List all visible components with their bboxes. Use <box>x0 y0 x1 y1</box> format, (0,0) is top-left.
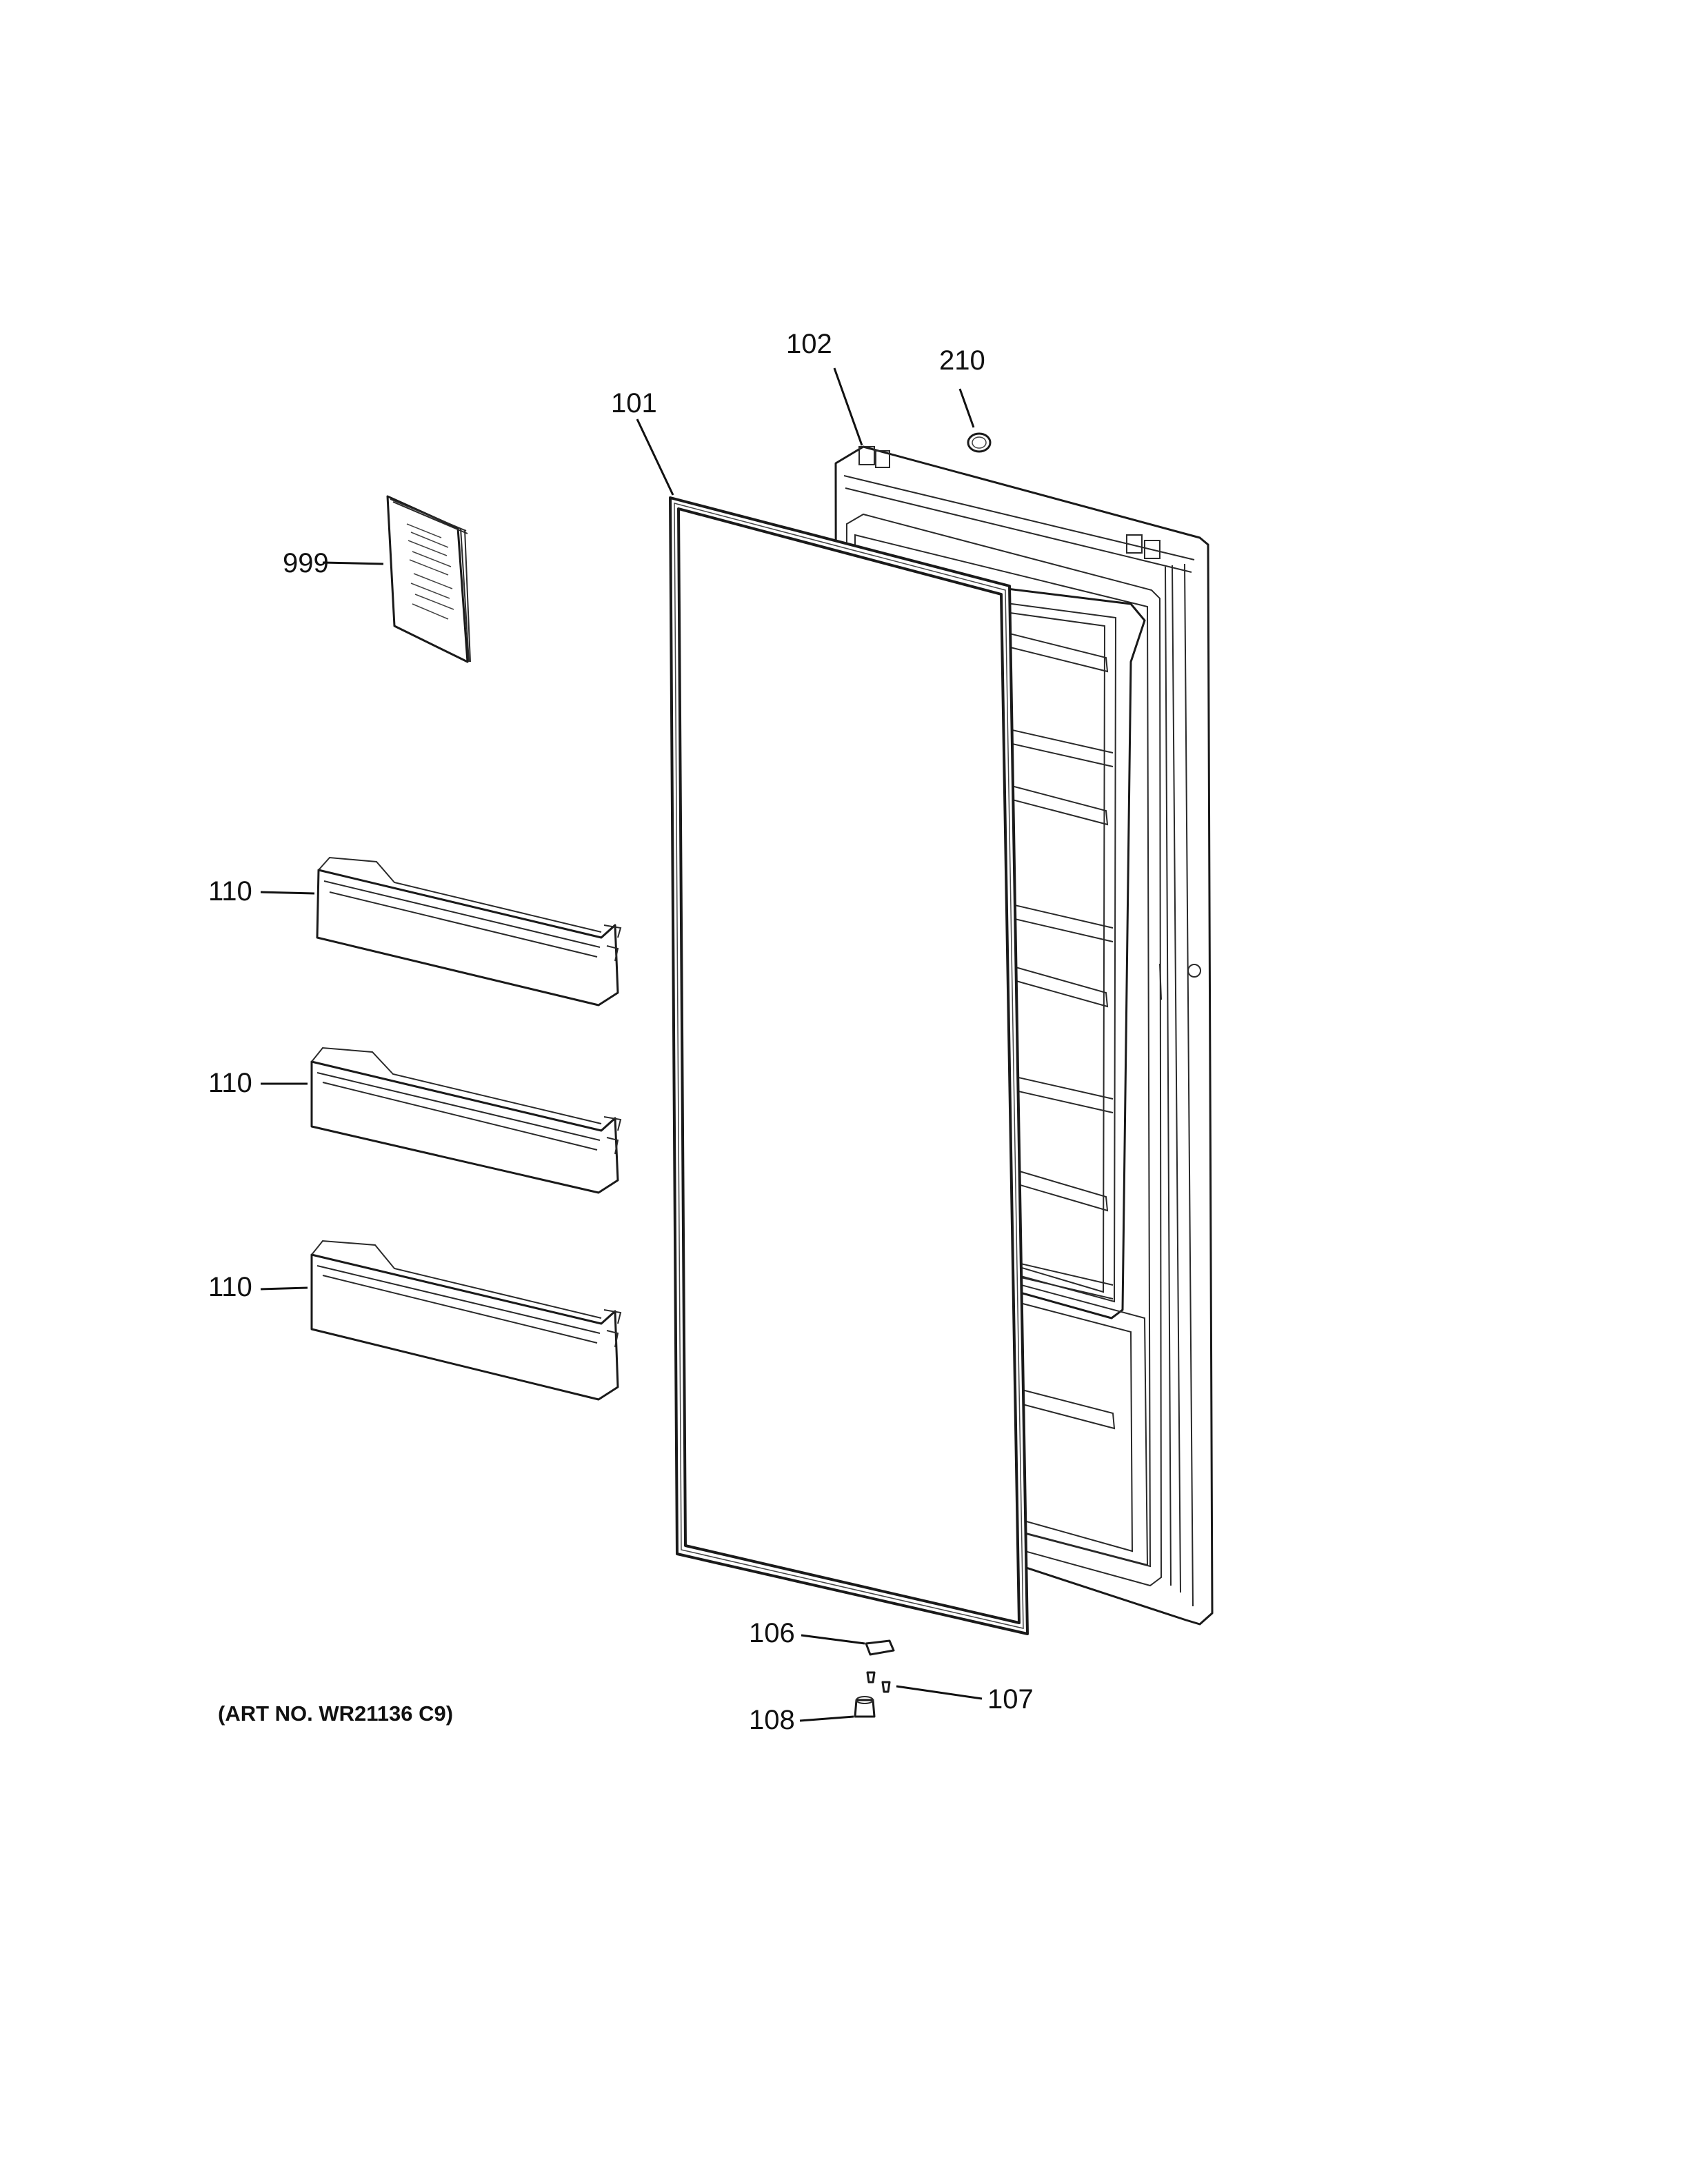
callout-110-bottom: 110 <box>208 1272 252 1302</box>
door-bin-110-top <box>316 856 622 1007</box>
art-number: (ART NO. WR21136 C9) <box>218 1701 453 1726</box>
callout-108: 108 <box>749 1705 795 1735</box>
door-bin-110-bottom <box>310 1240 622 1401</box>
callout-210: 210 <box>939 345 985 376</box>
callout-102: 102 <box>786 329 832 359</box>
door-bin-110-middle <box>310 1046 622 1194</box>
callout-101: 101 <box>611 388 657 418</box>
hinge-cover-106 <box>865 1639 895 1656</box>
owners-manual-999 <box>386 495 471 663</box>
callout-110-top: 110 <box>208 876 252 907</box>
callout-110-middle: 110 <box>208 1068 252 1098</box>
callout-999: 999 <box>283 548 329 578</box>
door-gasket-101 <box>669 496 1029 1635</box>
bushing-108 <box>854 1696 876 1718</box>
screws-107 <box>866 1671 891 1693</box>
callout-106: 106 <box>749 1618 795 1648</box>
plug-210 <box>967 432 992 453</box>
leader-lines <box>260 367 983 1722</box>
callout-107: 107 <box>987 1684 1034 1715</box>
